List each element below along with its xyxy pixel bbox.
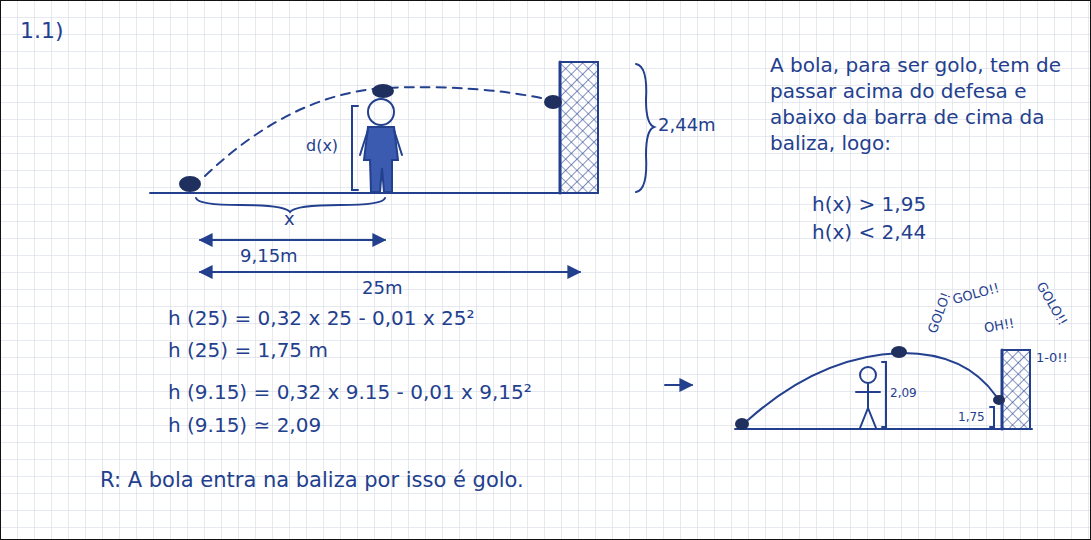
height-bracket [882, 362, 886, 427]
defender [360, 99, 402, 192]
equation: h (9.15) = 0,32 x 9.15 - 0,01 x 9,15² [168, 380, 532, 404]
goal-frame [560, 62, 598, 193]
inequality: h(x) < 2,44 [812, 220, 926, 244]
goal-post [559, 62, 562, 193]
height-bracket [352, 106, 358, 190]
dimension-arrow [200, 239, 385, 241]
condition-note: A bola, para ser golo, tem de passar aci… [770, 52, 1075, 156]
exercise-number: 1.1) [20, 18, 64, 44]
dimension-label: 9,15m [240, 245, 298, 267]
goal-post [1001, 350, 1004, 429]
height-label: 1,75 [958, 410, 985, 424]
dimension-label: 2,44m [658, 114, 716, 136]
equation: h (9.15) ≃ 2,09 [168, 413, 321, 437]
height-label: 2,09 [890, 386, 917, 400]
equation: h (25) = 0,32 x 25 - 0,01 x 25² [168, 306, 475, 330]
defender [856, 367, 880, 428]
ground-line [735, 428, 1032, 430]
pointer-arrow [665, 384, 692, 386]
goal-net [560, 62, 598, 193]
inequality: h(x) > 1,95 [812, 192, 926, 216]
answer: R: A bola entra na baliza por isso é gol… [100, 468, 524, 493]
goal-height-bracket [636, 64, 654, 192]
score: 1-0!! [1036, 350, 1068, 366]
variable-label: x [284, 208, 295, 230]
dimension-label: 25m [362, 277, 402, 299]
height-bracket [990, 407, 994, 427]
equation: h (25) = 1,75 m [168, 338, 328, 362]
height-label: d(x) [306, 136, 338, 155]
dimension-arrow [200, 271, 580, 273]
ball-trajectory [748, 353, 996, 420]
goal-net [1002, 350, 1030, 429]
